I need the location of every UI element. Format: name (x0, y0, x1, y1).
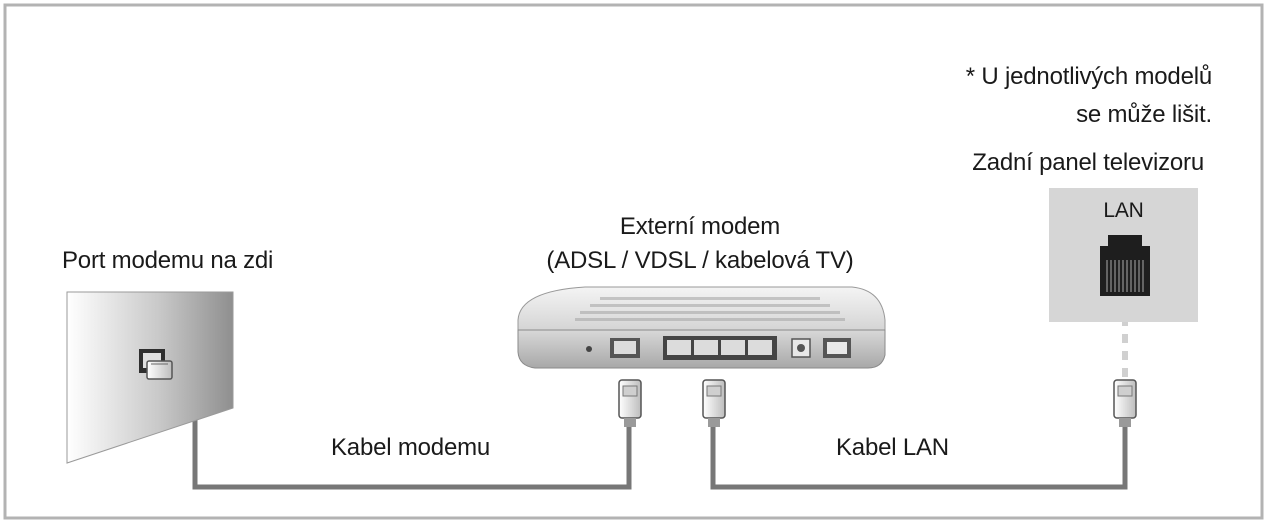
wall-socket-icon (139, 349, 173, 380)
lan-cable (710, 425, 1128, 490)
tv-lan-port-icon (1100, 235, 1150, 296)
tv-panel-title: Zadní panel televizoru (972, 149, 1204, 176)
tv-cable-plug-icon (1113, 379, 1137, 427)
wall-port-title: Port modemu na zdi (62, 247, 274, 274)
modem-title-line-1: Externí modem (619, 213, 781, 240)
modem-cable-plug-icon (618, 379, 642, 427)
modem-led-icon (586, 346, 592, 352)
lan-cable-label: Kabel LAN (836, 434, 949, 461)
tv-lan-port-label: LAN (1103, 199, 1144, 222)
modem-cable-label: Kabel modemu (331, 434, 491, 461)
note-line-2: se může lišit. (1076, 101, 1212, 128)
modem-title-line-2: (ADSL / VDSL / kabelová TV) (546, 247, 854, 274)
modem-lan-ports-icon (663, 336, 777, 360)
frame-border (3, 3, 1264, 520)
modem-power-jack-icon (791, 338, 811, 358)
modem-power-switch-icon (823, 338, 851, 358)
modem-illustration (517, 286, 886, 369)
modem-line-port-icon (610, 338, 640, 358)
wall-illustration (66, 291, 234, 464)
lan-cable-plug-icon (702, 379, 726, 427)
tv-back-panel (1049, 188, 1198, 322)
note-line-1: * U jednotlivých modelů (965, 63, 1212, 90)
